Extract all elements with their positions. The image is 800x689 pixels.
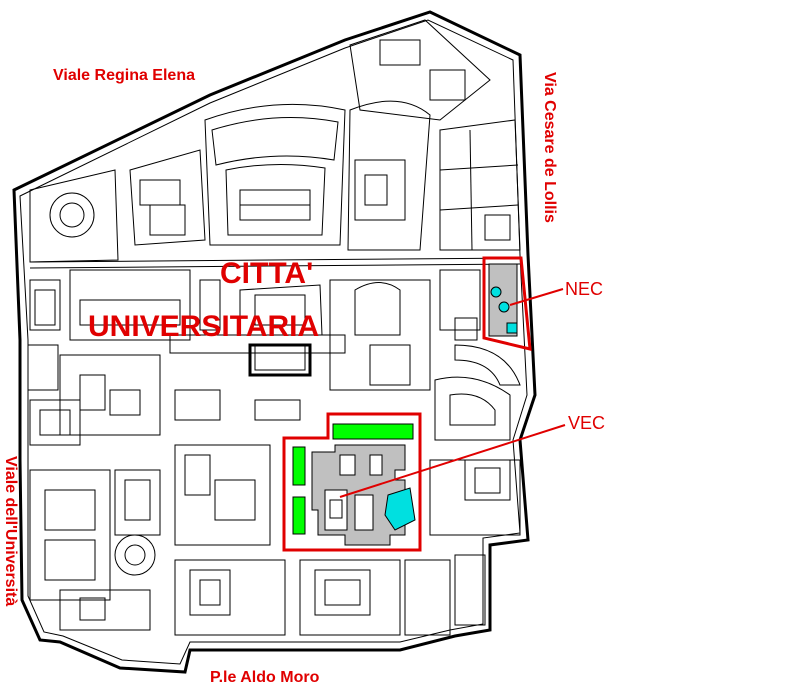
nec-cyan-square — [506, 322, 518, 334]
nec-outline — [482, 256, 532, 351]
vec-outline — [282, 412, 422, 552]
nec-building — [488, 263, 518, 337]
area-label-line1: CITTA' — [220, 257, 313, 290]
green-block-west-lower — [292, 496, 306, 535]
east-buildings — [429, 269, 521, 536]
vec-cyan-area — [384, 487, 416, 531]
nec-cyan-marker-1 — [490, 286, 502, 298]
street-label-east: Via Cesare de Lollis — [541, 72, 558, 223]
central-buildings — [174, 279, 486, 636]
street-label-west: Viale dell'Università — [2, 456, 19, 606]
nec-complex — [482, 256, 532, 351]
north-buildings — [29, 19, 521, 263]
west-buildings — [27, 269, 191, 631]
street-label-north: Viale Regina Elena — [53, 67, 195, 84]
green-block-west-upper — [292, 446, 306, 486]
nec-callout-line — [509, 288, 564, 306]
central-axis — [29, 257, 521, 377]
vec-complex — [282, 412, 422, 552]
nec-label: NEC — [565, 279, 603, 299]
area-label-line2: UNIVERSITARIA — [88, 310, 319, 343]
green-block-north — [332, 423, 414, 440]
nec-cyan-marker-2 — [498, 301, 510, 313]
vec-callout-line — [339, 424, 566, 498]
street-label-south: P.le Aldo Moro — [210, 669, 320, 686]
vec-label: VEC — [568, 413, 605, 433]
campus-outline — [12, 10, 537, 674]
